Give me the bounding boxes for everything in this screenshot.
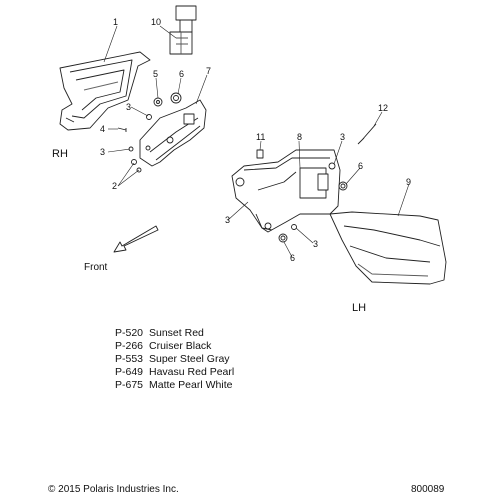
callout-2: 2	[112, 181, 118, 191]
copyright-text: © 2015 Polaris Industries Inc.	[48, 484, 179, 495]
front-label: Front	[84, 262, 108, 273]
callout-3-rh-upper: 3	[126, 102, 132, 112]
lh-bracket-part-8	[231, 149, 341, 233]
callout-3-lh-right: 3	[313, 239, 319, 249]
callout-3-lh-upper: 3	[340, 132, 346, 142]
color-row: P-266 Cruiser Black	[115, 340, 234, 353]
color-code: P-520	[115, 327, 144, 339]
color-row: P-520 Sunset Red	[115, 327, 234, 340]
rh-bracket-part-7	[139, 99, 207, 167]
connector-part-10	[169, 5, 197, 55]
color-row: P-675 Matte Pearl White	[115, 379, 234, 392]
diagram-id: 800089	[411, 484, 445, 495]
rh-taillight-housing	[59, 51, 151, 131]
leader-lines	[103, 25, 410, 258]
rh-hardware	[117, 92, 182, 173]
lh-taillight-lens	[329, 211, 447, 285]
callout-7: 7	[206, 66, 212, 76]
color-code: P-553	[115, 353, 144, 365]
color-name: Havasu Red Pearl	[149, 366, 235, 378]
callout-1: 1	[113, 17, 119, 27]
callout-6-rh: 6	[179, 69, 185, 79]
color-row: P-553 Super Steel Gray	[115, 353, 234, 366]
callout-9: 9	[406, 177, 412, 187]
callout-8: 8	[297, 132, 303, 142]
color-name: Sunset Red	[149, 327, 204, 339]
color-code-list: P-520 Sunset Red P-266 Cruiser Black P-5…	[115, 327, 234, 392]
color-code: P-649	[115, 366, 144, 378]
callout-6-lh-upper: 6	[358, 161, 364, 171]
lh-hardware	[256, 123, 377, 243]
color-name: Matte Pearl White	[149, 379, 233, 391]
callout-3-lh-left: 3	[225, 215, 231, 225]
callout-6-lh-lower: 6	[290, 253, 296, 263]
callout-3-rh-lower: 3	[100, 147, 106, 157]
color-name: Super Steel Gray	[149, 353, 230, 365]
front-direction-arrow	[113, 225, 159, 253]
color-code: P-266	[115, 340, 144, 352]
color-name: Cruiser Black	[149, 340, 212, 352]
callout-11: 11	[256, 132, 266, 142]
color-code: P-675	[115, 379, 144, 391]
color-row: P-649 Havasu Red Pearl	[115, 366, 234, 379]
side-label-rh: RH	[52, 148, 68, 160]
callout-4: 4	[100, 124, 106, 134]
callout-10: 10	[151, 17, 162, 27]
side-label-lh: LH	[352, 302, 367, 314]
callout-5: 5	[153, 69, 159, 79]
callout-12: 12	[378, 103, 389, 113]
